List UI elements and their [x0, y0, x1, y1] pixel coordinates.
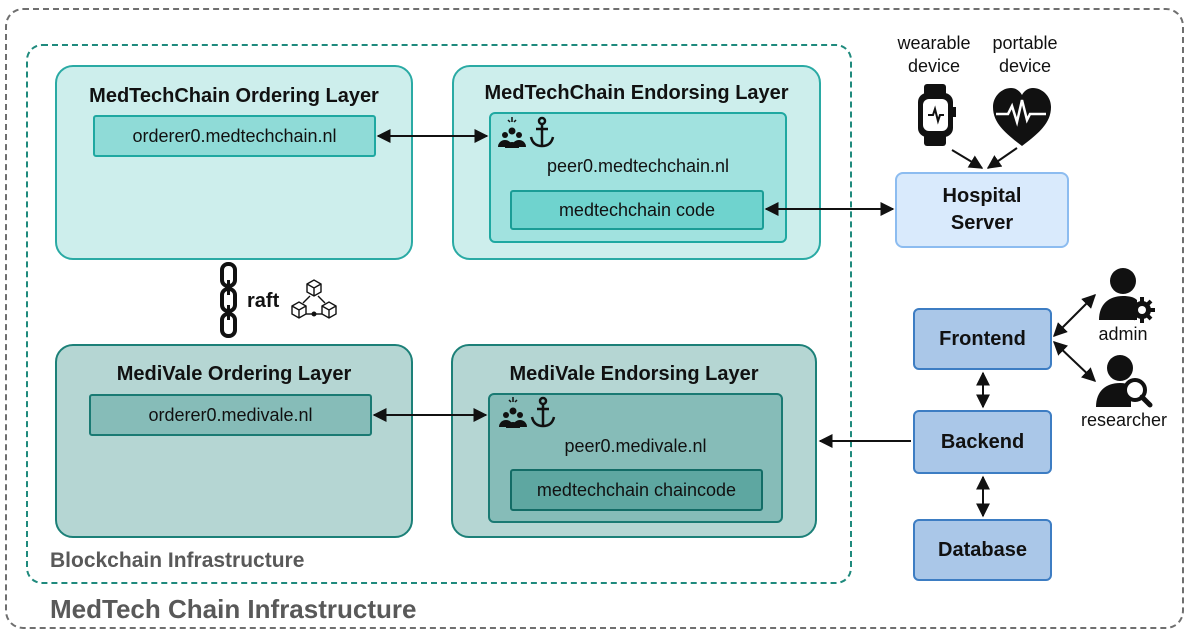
medivale-ordering-layer: MediVale Ordering Layer: [55, 344, 413, 538]
database-node: Database: [913, 519, 1052, 581]
smartwatch-icon: [918, 84, 956, 146]
wearable-label-line2: device: [907, 56, 961, 76]
portable-device-label: portable device: [983, 32, 1067, 78]
network-cubes-icon: [291, 279, 337, 319]
medivale-chaincode-node: medtechchain chaincode: [510, 469, 763, 511]
medivale-endorsing-layer-title: MediVale Endorsing Layer: [509, 363, 759, 385]
wearable-device-label: wearable device: [892, 32, 976, 78]
medtechchain-code-node: medtechchain code: [510, 190, 764, 230]
medtechchain-peer-label: peer0.medtechchain.nl: [546, 156, 730, 176]
user-search-icon: [1096, 355, 1153, 408]
medivale-peer-label: peer0.medivale.nl: [564, 436, 707, 456]
researcher-label: researcher: [1080, 410, 1168, 430]
anchor-icon: [529, 116, 555, 148]
chain-link-icon: [220, 262, 237, 338]
medtechchain-orderer-node: orderer0.medtechchain.nl: [93, 115, 376, 157]
frontend-node: Frontend: [913, 308, 1052, 370]
wearable-hospital-arrow: [951, 149, 984, 169]
admin-label: admin: [1098, 324, 1148, 344]
backend-node: Backend: [913, 410, 1052, 474]
hospital-server-node: Hospital Server: [895, 172, 1069, 248]
consensus-icon: [498, 117, 526, 148]
consensus-icon: [499, 397, 527, 428]
portable-label-line1: portable: [992, 33, 1058, 53]
portable-label-line2: device: [998, 56, 1052, 76]
medtechchain-ordering-layer-title: MedTechChain Ordering Layer: [89, 85, 379, 107]
hospital-label-line1: Hospital: [942, 185, 1022, 207]
medivale-ordering-layer-title: MediVale Ordering Layer: [116, 363, 352, 385]
blockchain-frame-title: Blockchain Infrastructure: [50, 549, 305, 572]
medtech-chain-infrastructure-frame: [5, 8, 1184, 629]
wearable-label-line1: wearable: [897, 33, 971, 53]
hospital-label-line2: Server: [950, 212, 1014, 234]
blockchain-infrastructure-frame: [26, 44, 852, 584]
medtechchain-endorsing-layer-title: MedTechChain Endorsing Layer: [484, 82, 789, 104]
portable-hospital-arrow: [986, 147, 1018, 169]
outer-frame-title: MedTech Chain Infrastructure: [50, 594, 417, 624]
anchor-icon: [530, 396, 556, 428]
frontend-researcher-arrow: [1052, 341, 1097, 382]
raft-label: raft: [247, 290, 280, 312]
frontend-admin-arrow: [1053, 294, 1096, 337]
user-gear-icon: [1099, 268, 1155, 323]
heart-monitor-icon: [993, 88, 1051, 146]
medtechchain-ordering-layer: MedTechChain Ordering Layer: [55, 65, 413, 260]
medivale-orderer-node: orderer0.medivale.nl: [89, 394, 372, 436]
